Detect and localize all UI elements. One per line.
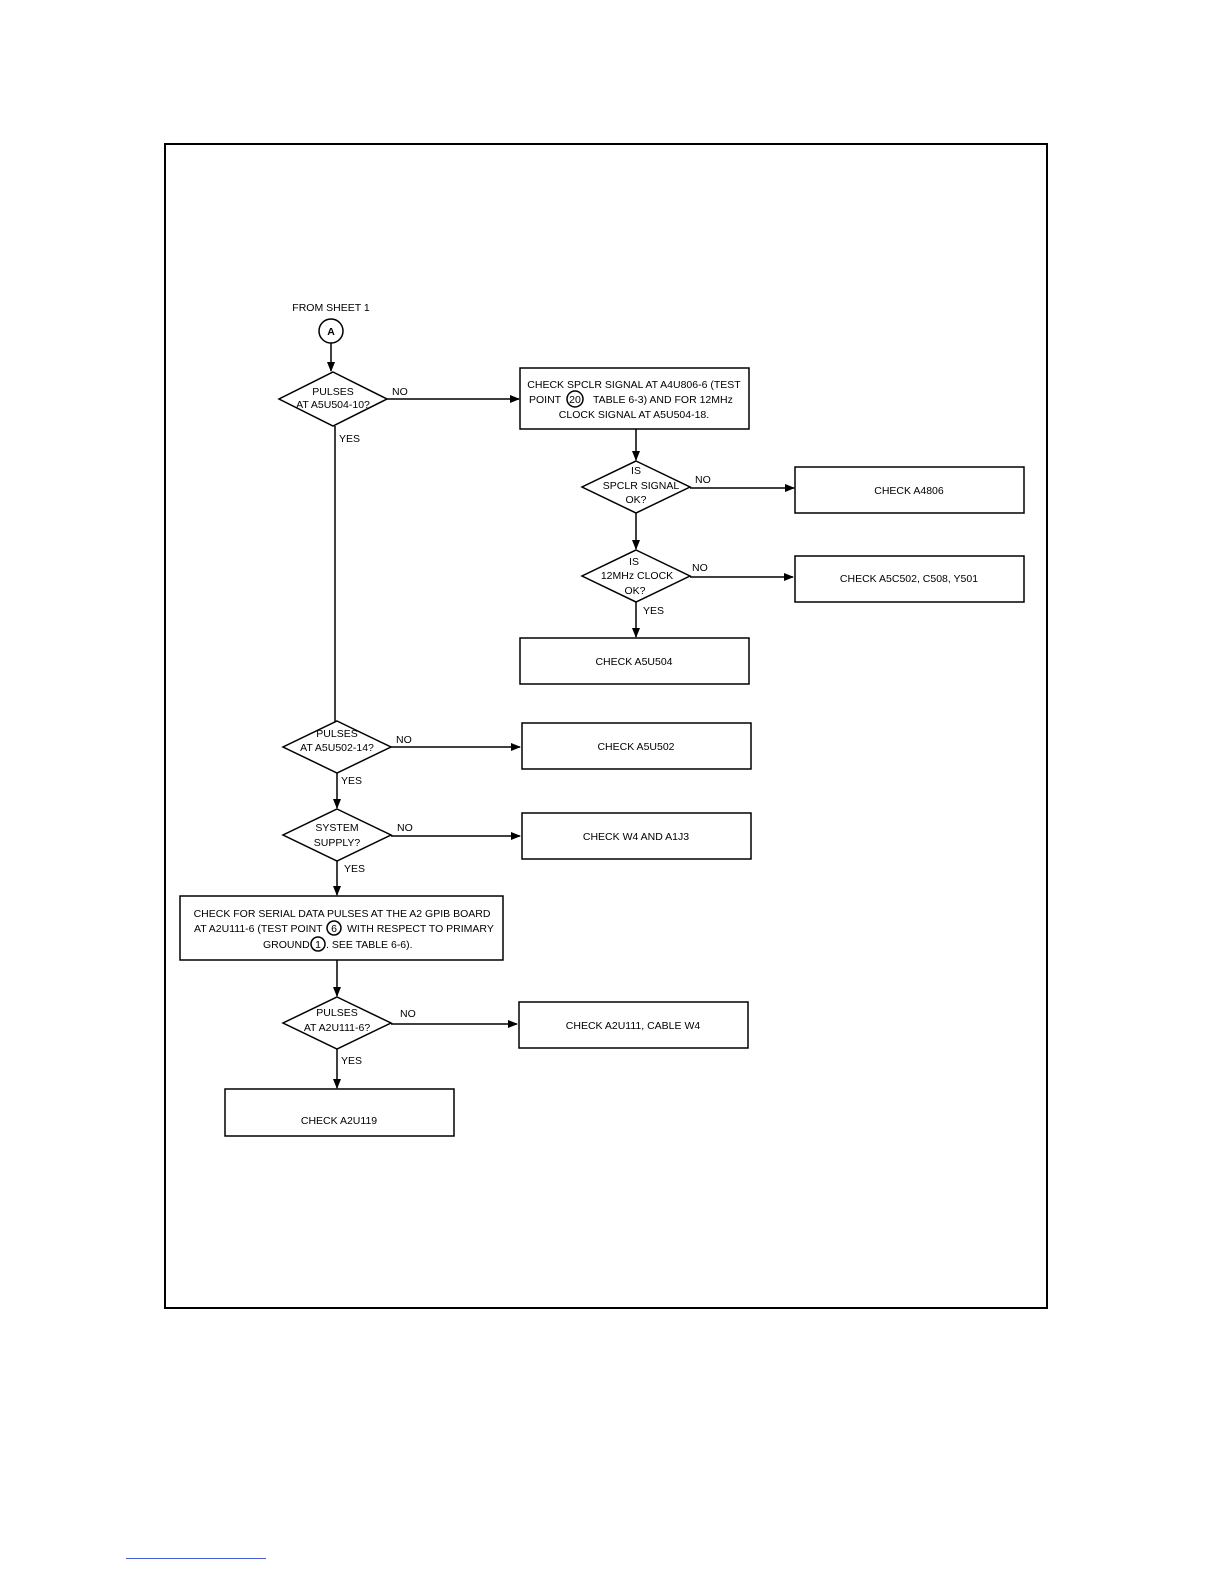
box-text: CHECK A5U502 [597,741,674,753]
box-text: CLOCK SIGNAL AT A5U504-18. [559,409,709,421]
check-spclr-box [519,367,750,430]
no-label: NO [695,474,711,486]
box-text: CHECK A4806 [874,485,944,497]
yes-label: YES [643,605,664,617]
footer-rule [126,1558,266,1559]
decision-text: 12MHz CLOCK [601,570,673,582]
box-text: CHECK A2U119 [301,1115,377,1127]
connector-symbol: A [327,326,335,338]
decision-text: OK? [625,494,646,506]
no-label: NO [397,822,413,834]
yes-label: YES [341,775,362,787]
test-point-number: 20 [569,394,581,406]
check-a2u111-box [518,1001,749,1049]
box-text: CHECK FOR SERIAL DATA PULSES AT THE A2 G… [194,908,491,920]
box-text: TABLE 6-3) AND FOR 12MHz [593,394,733,406]
test-point-circle [326,920,342,936]
no-label: NO [396,734,412,746]
yes-label: YES [344,863,365,875]
box-text: CHECK A5C502, C508, Y501 [840,573,978,585]
box-text: CHECK A2U111, CABLE W4 [566,1020,701,1032]
check-a4806-box [794,466,1025,514]
from-sheet-label: FROM SHEET 1 [292,302,370,314]
decision-system-supply [281,808,393,862]
check-w4-a1j3-box [521,812,752,860]
check-a5c502-box [794,555,1025,603]
no-label: NO [692,562,708,574]
box-text: CHECK A5U504 [595,656,672,668]
yes-label: YES [339,433,360,445]
check-a2u119-box [224,1088,455,1137]
decision-text: AT A5U502-14? [300,742,374,754]
check-a5u502-box [521,722,752,770]
test-point-number: 6 [331,923,337,935]
no-label: NO [400,1008,416,1020]
box-text: POINT [529,394,562,406]
ground-number: 1 [315,939,321,951]
decision-text: AT A2U111-6? [304,1022,371,1034]
ground-circle [310,936,326,952]
box-text: GROUND [263,939,310,951]
box-text: WITH RESPECT TO PRIMARY [347,923,494,935]
box-text: CHECK W4 AND A1J3 [583,831,689,843]
decision-text: OK? [624,585,645,597]
no-label: NO [392,386,408,398]
decision-text: PULSES [316,728,357,740]
diagram-frame [164,143,1048,1309]
box-text: AT A2U111-6 (TEST POINT [194,923,323,935]
box-text: . SEE TABLE 6-6). [326,939,413,951]
decision-text: SPCLR SIGNAL [603,480,680,492]
decision-text: SUPPLY? [314,837,361,849]
decision-text: PULSES [312,386,353,398]
decision-text: IS [629,556,639,568]
test-point-circle [566,390,584,408]
yes-label: YES [341,1055,362,1067]
decision-pulses-a5u504 [277,371,389,427]
decision-text: AT A5U504-10? [296,399,370,411]
decision-text: SYSTEM [315,822,358,834]
check-a5u504-box [519,637,750,685]
decision-text: IS [631,465,641,477]
decision-text: PULSES [316,1007,357,1019]
box-text: CHECK SPCLR SIGNAL AT A4U806-6 (TEST [527,379,741,391]
